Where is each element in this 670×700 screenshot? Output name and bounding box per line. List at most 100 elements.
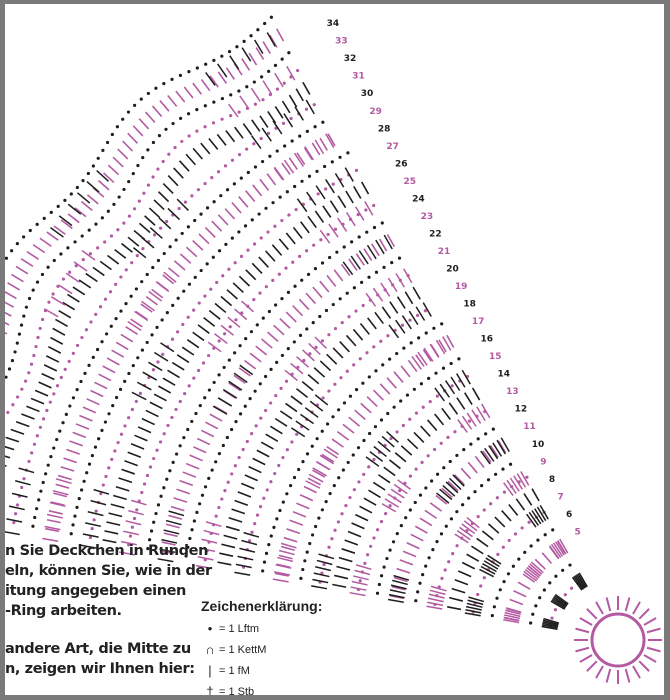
stitch-mark <box>513 475 523 490</box>
stitch-mark <box>413 431 425 443</box>
chain-dot <box>320 339 325 343</box>
legend-label: = 1 fM <box>219 664 250 677</box>
chain-dot <box>264 408 268 413</box>
chain-dot <box>299 576 303 580</box>
chain-dot <box>79 379 83 384</box>
chain-dot <box>362 472 366 476</box>
chain-dot <box>220 96 224 101</box>
chain-dot <box>203 181 207 186</box>
stitch-mark <box>358 250 369 265</box>
stitch-mark <box>151 288 164 299</box>
chain-dot <box>141 155 145 160</box>
chain-dot <box>395 430 399 434</box>
chain-dot <box>320 508 325 512</box>
stitch-mark <box>394 452 407 463</box>
stitch-mark <box>153 351 169 362</box>
chain-dot <box>469 442 473 446</box>
chain-dot <box>315 169 319 173</box>
stitch-mark <box>163 271 177 283</box>
chain-dot <box>183 200 188 204</box>
row-number: 32 <box>344 54 357 64</box>
stitch-mark <box>250 87 261 102</box>
stitch-mark <box>266 173 277 186</box>
stitch-mark <box>238 275 251 287</box>
chain-dot <box>119 309 123 313</box>
stitch-mark <box>314 210 325 223</box>
chain-dot <box>484 432 488 436</box>
chain-dot <box>368 431 372 436</box>
stitch-mark <box>167 207 181 221</box>
chain-dot <box>203 396 207 400</box>
chain-dot <box>426 454 430 458</box>
chain-dot <box>239 254 244 258</box>
chain-dot <box>250 432 254 436</box>
stitch-mark <box>311 142 321 156</box>
chain-dot <box>198 403 202 408</box>
stitch-mark <box>402 550 417 558</box>
chain-dot <box>139 97 143 101</box>
stitch-mark <box>72 286 86 296</box>
stitch-mark <box>379 383 391 395</box>
chain-dot <box>140 490 144 495</box>
chain-dot <box>35 434 39 438</box>
chain-dot <box>97 437 101 441</box>
ring-stitch <box>605 668 612 683</box>
stitch-mark <box>387 277 398 293</box>
chain-dot <box>315 437 319 441</box>
text-line: itung angegeben einen <box>5 583 186 599</box>
stitch-mark <box>524 568 539 580</box>
stitch-mark <box>189 454 203 462</box>
stitch-mark <box>396 296 406 309</box>
chain-dot <box>229 93 233 97</box>
stitch-mark <box>319 229 331 244</box>
chain-dot <box>85 471 89 475</box>
stitch-mark <box>390 488 405 499</box>
stitch-mark <box>552 597 567 608</box>
double-crochet-icon: † <box>206 684 214 695</box>
chain-dot <box>344 503 348 508</box>
chain-dot <box>266 131 271 135</box>
stitch-mark <box>104 530 119 535</box>
stitch-mark <box>450 376 461 391</box>
stitch-mark <box>65 272 80 283</box>
stitch-mark <box>303 485 317 494</box>
chain-dot <box>390 261 394 265</box>
chain-dot <box>418 493 423 497</box>
stitch-mark <box>30 397 45 405</box>
chain-dot <box>186 225 190 229</box>
chain-dot <box>27 371 31 375</box>
stitch-mark <box>217 397 233 407</box>
stitch-mark <box>176 354 190 364</box>
stitch-mark <box>354 206 365 221</box>
chain-dot <box>112 202 116 206</box>
stitch-mark <box>113 494 127 501</box>
stitch-mark <box>204 226 216 238</box>
stitch-mark <box>559 538 569 554</box>
chain-dot <box>210 468 214 472</box>
chain-dot <box>150 333 154 337</box>
ring-stitch <box>646 627 661 634</box>
chain-dot <box>119 275 123 279</box>
chain-dot <box>39 489 43 493</box>
chain-dot <box>151 175 155 179</box>
stitch-mark <box>186 339 200 349</box>
chain-dot <box>245 85 249 89</box>
stitch-mark <box>283 536 298 543</box>
chain-dot <box>220 117 224 121</box>
chain-dot <box>94 312 98 316</box>
stitch-mark <box>312 467 327 477</box>
stitch-mark <box>283 113 294 128</box>
stitch-mark <box>121 242 133 253</box>
chain-dot <box>435 394 439 398</box>
stitch-mark <box>371 243 380 257</box>
stitch-mark <box>269 425 283 435</box>
chain-dot <box>467 496 471 500</box>
chain-dot <box>207 353 211 358</box>
stitch-mark <box>314 336 327 349</box>
chain-dot <box>284 379 289 383</box>
stitch-mark <box>553 596 568 607</box>
chain-dot <box>145 272 149 277</box>
stitch-mark <box>384 498 399 508</box>
chain-dot <box>333 326 338 331</box>
